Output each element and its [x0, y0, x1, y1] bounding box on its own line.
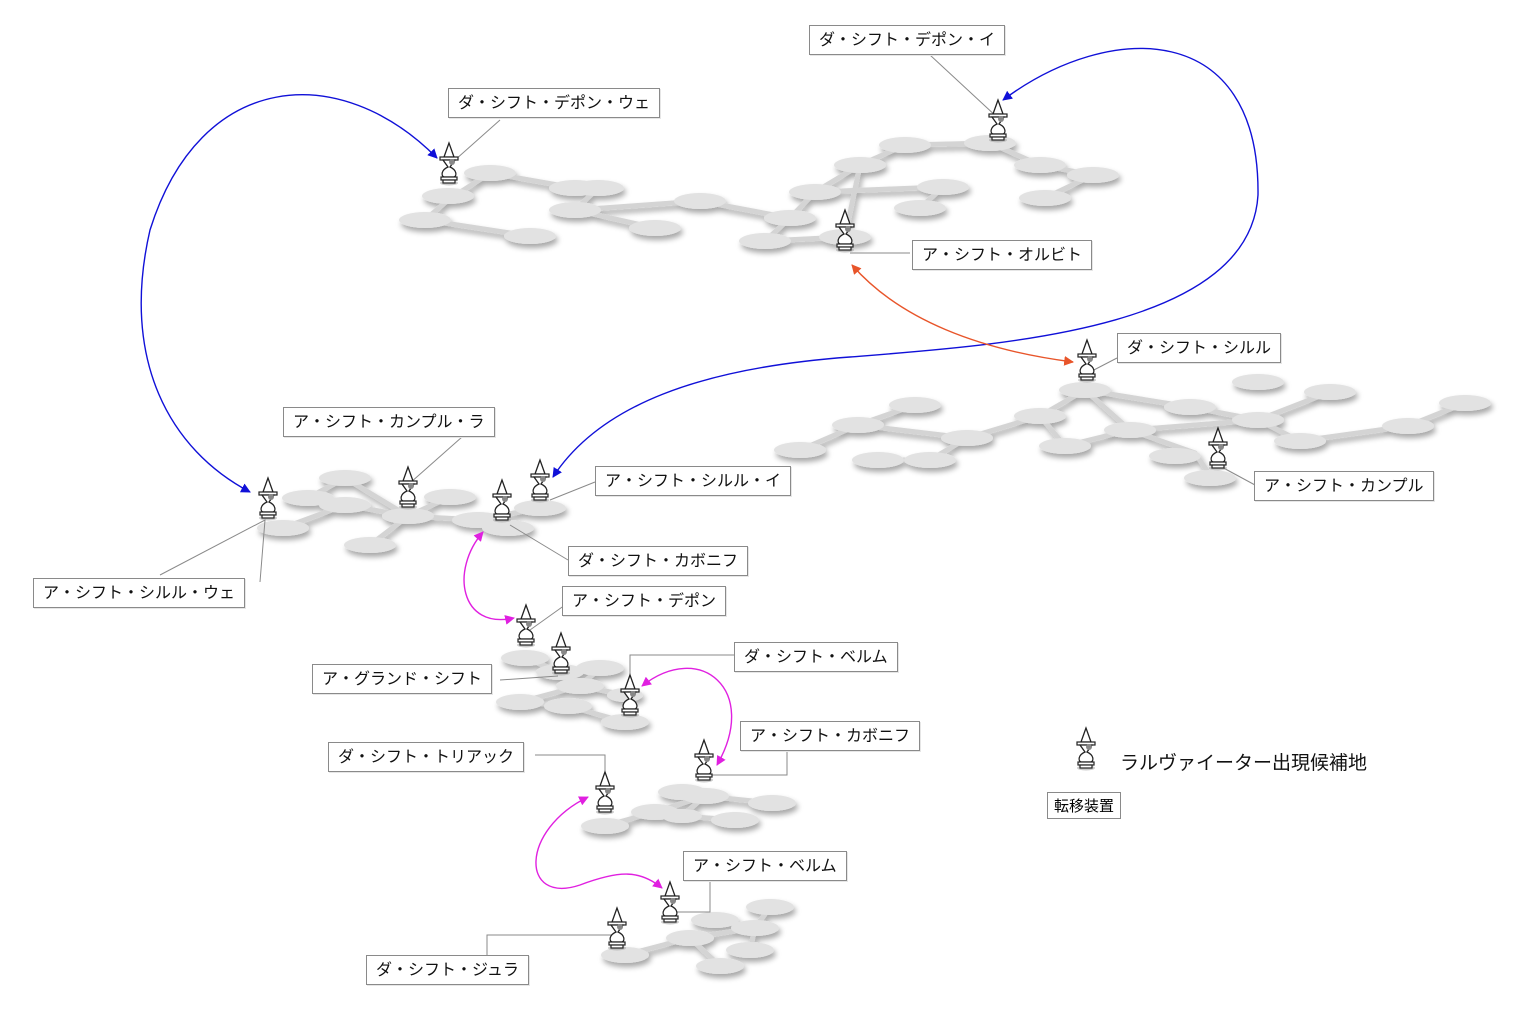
- island-cluster-center: [496, 650, 649, 730]
- teleporter-icon: [694, 739, 714, 784]
- teleporter-icon: [1077, 339, 1097, 384]
- teleporter-icon: [516, 604, 536, 649]
- label-a-shift-kanpul-ra: ア・シフト・カンプル・ラ: [283, 407, 495, 437]
- teleporter-icon: [607, 907, 627, 952]
- teleporter-icon: [398, 466, 418, 511]
- label-a-shift-velm: ア・シフト・ベルム: [683, 851, 847, 881]
- label-da-shift-kabonif: ダ・シフト・カボニフ: [568, 546, 749, 576]
- connection-arrows: [140, 47, 1259, 889]
- island-cluster-bottom: [601, 899, 794, 974]
- label-a-shift-silul-we: ア・シフト・シルル・ウェ: [33, 578, 246, 608]
- teleporter-icon: [439, 142, 459, 187]
- legend-box-label: 転移装置: [1047, 792, 1122, 819]
- teleporter-icon: [530, 459, 550, 504]
- teleporter-icon: [551, 632, 571, 677]
- label-da-shift-triak: ダ・シフト・トリアック: [328, 742, 525, 772]
- label-da-shift-silul: ダ・シフト・シルル: [1117, 333, 1282, 363]
- island-cluster-top: [399, 135, 1119, 249]
- teleporter-icon: [988, 99, 1008, 144]
- magenta-link-velm-kabonif: [641, 667, 733, 766]
- label-a-shift-orbit: ア・シフト・オルビト: [912, 240, 1093, 270]
- magenta-link-triak-velm: [535, 796, 663, 889]
- orange-link-orbit-silul: [851, 264, 1074, 366]
- label-da-shift-depon-i: ダ・シフト・デポン・イ: [809, 25, 1006, 55]
- label-da-shift-jura: ダ・シフト・ジュラ: [366, 955, 529, 985]
- legend-teleporter-icon: [1076, 727, 1096, 772]
- label-a-shift-silul-i: ア・シフト・シルル・イ: [595, 466, 792, 496]
- blue-link-depon-i-silul-i: [552, 47, 1259, 478]
- label-da-shift-velm: ダ・シフト・ベルム: [734, 642, 898, 672]
- label-a-shift-kabonif: ア・シフト・カボニフ: [740, 721, 921, 751]
- magenta-link-kabonif-depon: [463, 531, 515, 625]
- teleporter-icon: [595, 771, 615, 816]
- label-da-shift-depon-we: ダ・シフト・デポン・ウェ: [448, 88, 661, 118]
- label-a-grand-shift: ア・グランド・シフト: [312, 664, 493, 694]
- legend-marker-label: ラルヴァイーター出現候補地: [1120, 752, 1368, 774]
- teleporter-icon: [1208, 427, 1228, 472]
- island-cluster-right: [774, 374, 1491, 486]
- label-a-shift-kanpul: ア・シフト・カンプル: [1254, 471, 1434, 501]
- teleporter-icon: [660, 881, 680, 926]
- blue-link-depon-we-silul-we: [140, 94, 438, 493]
- label-a-shift-depon: ア・シフト・デポン: [562, 586, 727, 616]
- teleporter-icon: [258, 477, 278, 522]
- teleporter-icon: [492, 479, 512, 524]
